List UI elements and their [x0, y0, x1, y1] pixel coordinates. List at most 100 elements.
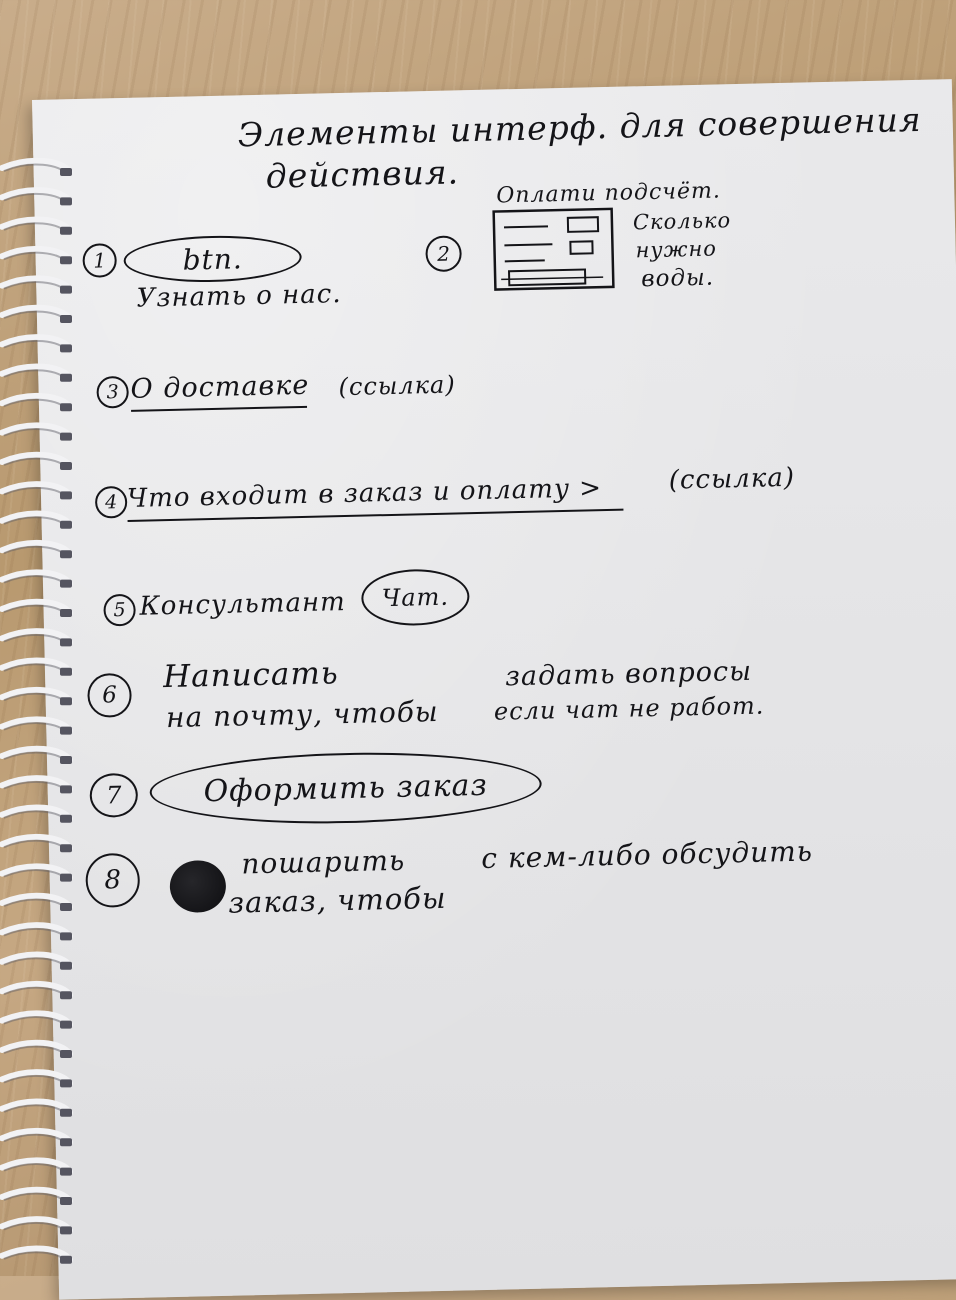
punch-hole — [60, 373, 72, 382]
spiral-ring — [0, 951, 73, 969]
punch-hole — [60, 814, 72, 823]
calculator-widget-sketch — [492, 207, 615, 291]
email-line-1b: задать вопросы — [504, 655, 753, 693]
item-number-5: 5 — [103, 593, 136, 627]
spiral-ring — [0, 187, 73, 205]
notebook-page: Элементы интерф. для совершения действия… — [32, 79, 956, 1300]
spiral-ring — [0, 245, 73, 264]
spiral-ring — [0, 392, 73, 411]
punch-hole — [60, 315, 72, 323]
spiral-binding — [0, 157, 73, 1264]
email-line-2a: на почту, чтобы — [165, 694, 440, 735]
spiral-ring — [0, 1039, 73, 1057]
spiral-ring — [0, 863, 73, 881]
spiral-ring — [0, 1098, 73, 1116]
punch-hole — [60, 844, 72, 853]
punch-hole — [60, 726, 72, 735]
caption-calc-line-1: Оплати подсчёт. — [496, 178, 722, 209]
item-number-2: 2 — [425, 235, 462, 273]
punch-hole — [60, 432, 72, 441]
spiral-ring — [0, 275, 73, 293]
share-line-1b: с кем-либо обсудить — [480, 834, 814, 875]
spiral-ring — [0, 304, 73, 322]
delivery-link: О доставке — [130, 369, 310, 405]
spiral-ring — [0, 922, 73, 940]
spiral-ring — [0, 539, 73, 558]
punch-hole — [60, 1020, 72, 1029]
punch-hole — [60, 1197, 72, 1205]
spiral-ring — [0, 980, 73, 999]
item-number-3: 3 — [96, 375, 130, 409]
delivery-link-underline — [131, 405, 308, 412]
spiral-ring — [0, 1157, 73, 1175]
sketch-button-chat: Чат. — [360, 568, 471, 627]
spiral-ring — [0, 745, 73, 763]
punch-hole — [60, 197, 72, 206]
punch-hole — [60, 1226, 72, 1235]
punch-hole — [60, 226, 72, 235]
item-number-6: 6 — [87, 672, 133, 718]
sketch-button-place-order: Оформить заказ — [148, 748, 543, 828]
punch-hole — [60, 873, 72, 882]
spiral-ring — [0, 216, 73, 234]
punch-hole — [60, 344, 72, 353]
punch-hole — [60, 579, 72, 588]
spiral-ring — [0, 833, 73, 852]
spiral-ring — [0, 686, 73, 705]
punch-hole — [60, 1079, 72, 1088]
order-contents-link: Что входит в заказ и оплату > — [126, 473, 603, 514]
punch-hole — [60, 638, 72, 647]
punch-hole — [60, 1108, 72, 1117]
punch-hole — [60, 168, 72, 176]
order-contents-link-note: (ссылка) — [668, 462, 796, 496]
page-title-line-2: действия. — [265, 152, 460, 196]
caption-calc-line-4: воды. — [640, 264, 715, 293]
spiral-ring — [0, 510, 73, 528]
share-line-1a: пошарить — [241, 843, 406, 881]
delivery-link-note: (ссылка) — [338, 370, 456, 402]
spiral-ring — [0, 1216, 73, 1234]
share-icon — [169, 859, 227, 914]
spiral-ring — [0, 334, 73, 352]
caption-calc-line-2: Сколько — [632, 208, 732, 235]
punch-hole — [60, 1138, 72, 1147]
punch-hole — [60, 961, 72, 970]
punch-hole — [60, 903, 72, 911]
spiral-ring — [0, 481, 73, 499]
spiral-ring — [0, 716, 73, 734]
caption-about-us: Узнать о нас. — [136, 279, 342, 314]
punch-hole — [60, 550, 72, 559]
spiral-ring — [0, 1069, 73, 1087]
spiral-ring — [0, 1010, 73, 1028]
spiral-ring — [0, 569, 73, 587]
punch-hole — [60, 667, 72, 676]
item-number-8: 8 — [85, 852, 141, 908]
email-line-1a: Написать — [162, 655, 340, 696]
punch-hole — [60, 285, 72, 294]
spiral-ring — [0, 657, 73, 675]
spiral-ring — [0, 804, 73, 822]
spiral-ring — [0, 892, 73, 910]
punch-hole — [60, 609, 72, 617]
spiral-ring — [0, 422, 73, 440]
spiral-ring — [0, 775, 73, 793]
spiral-ring — [0, 1186, 73, 1204]
punch-hole — [60, 1050, 72, 1058]
item-number-1: 1 — [82, 243, 118, 278]
caption-calc-line-3: нужно — [635, 236, 718, 263]
punch-hole — [60, 1255, 72, 1264]
spiral-ring — [0, 628, 73, 646]
punch-hole — [60, 697, 72, 706]
punch-hole — [60, 256, 72, 265]
punch-hole — [60, 462, 72, 470]
punch-hole — [60, 991, 72, 1000]
email-line-2b: если чат не работ. — [493, 691, 765, 726]
spiral-ring — [0, 451, 73, 469]
item-number-7: 7 — [89, 772, 139, 818]
spiral-ring — [0, 157, 73, 175]
spiral-ring — [0, 1127, 73, 1146]
spiral-ring — [0, 363, 73, 381]
share-line-2: заказ, чтобы — [227, 880, 447, 920]
item-number-4: 4 — [94, 485, 128, 519]
punch-hole — [60, 491, 72, 500]
